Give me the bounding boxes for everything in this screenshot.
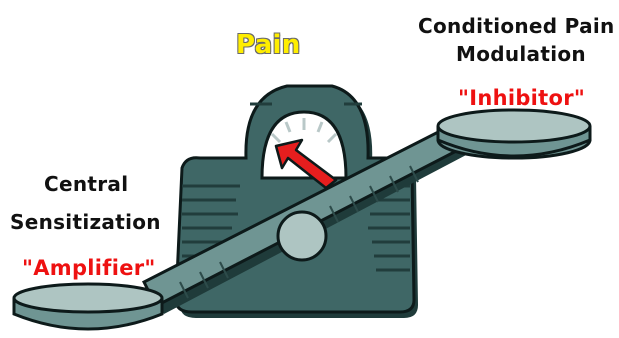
sensitization-label-line2: Sensitization — [10, 210, 161, 234]
central-label-line1: Central — [44, 172, 128, 196]
left-pan — [14, 284, 162, 329]
inhibitor-label: "Inhibitor" — [458, 86, 585, 110]
pain-title: Pain — [236, 30, 301, 60]
pivot-knob — [278, 212, 326, 260]
right-pan — [438, 110, 590, 158]
amplifier-label: "Amplifier" — [22, 256, 156, 280]
cpm-label-line2: Modulation — [456, 42, 586, 66]
cpm-label-line1: Conditioned Pain — [418, 14, 615, 38]
